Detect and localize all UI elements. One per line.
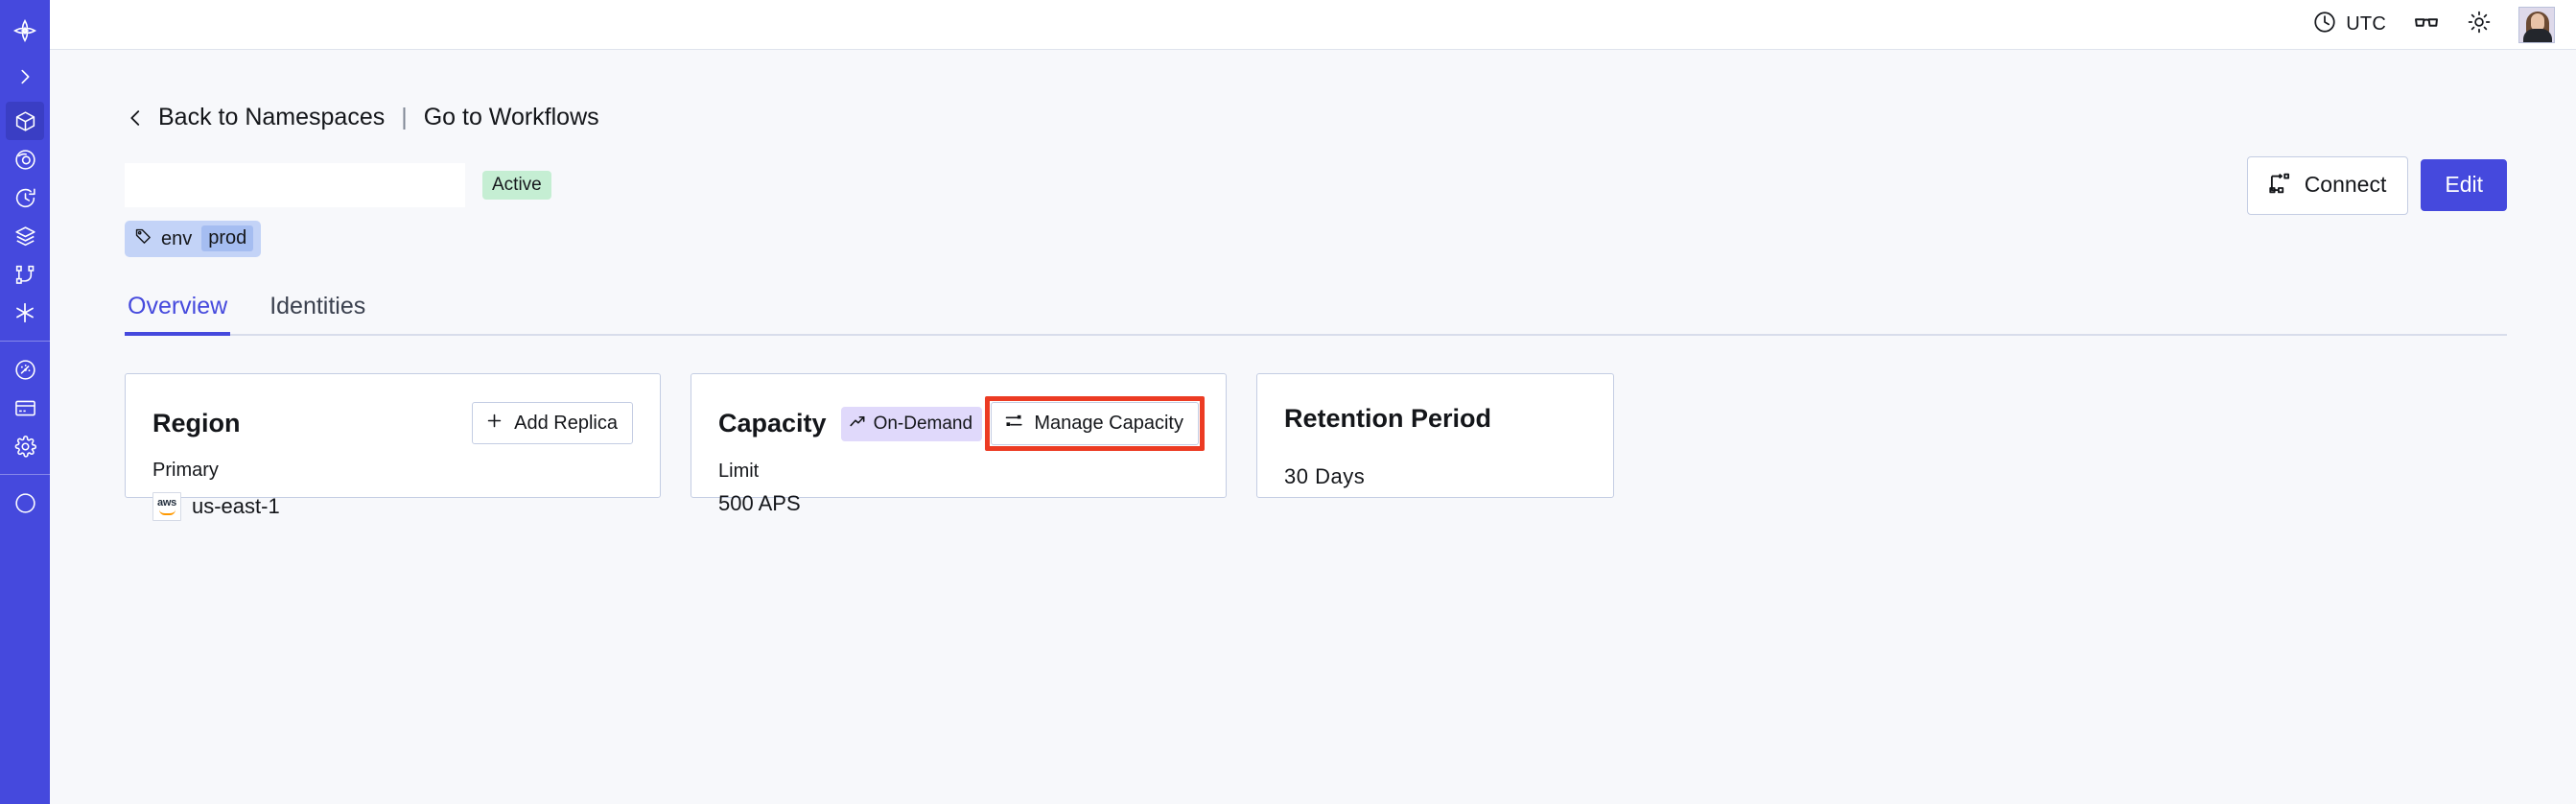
sidebar-item-settings[interactable] [6, 427, 44, 465]
region-card-header: Region Add Replica [152, 402, 633, 444]
tag-env[interactable]: env prod [125, 221, 262, 257]
sliders-icon [1004, 412, 1023, 435]
timezone-selector[interactable]: UTC [2312, 10, 2386, 39]
plus-icon [485, 412, 503, 434]
namespace-name [125, 163, 465, 207]
retention-card: Retention Period 30 Days [1256, 373, 1614, 498]
go-to-workflows-link[interactable]: Go to Workflows [423, 104, 599, 130]
on-demand-badge-label: On-Demand [873, 413, 973, 434]
sidebar-divider-2 [0, 474, 50, 475]
glasses-icon [2413, 9, 2440, 40]
region-card-title: Region [152, 408, 241, 437]
timezone-label: UTC [2346, 13, 2386, 35]
cube-icon [13, 109, 37, 133]
chevron-left-icon[interactable] [125, 106, 146, 130]
region-primary-value: aws us-east-1 [152, 492, 633, 521]
status-badge: Active [482, 171, 551, 200]
credit-card-icon [13, 396, 37, 420]
reading-mode-button[interactable] [2413, 9, 2440, 40]
manage-capacity-button[interactable]: Manage Capacity [991, 402, 1199, 445]
tab-overview[interactable]: Overview [125, 293, 231, 336]
sidebar-item-namespaces[interactable] [6, 102, 44, 140]
namespace-tags: env prod [125, 221, 2507, 257]
overview-cards: Region Add Replica Primary [125, 373, 2507, 521]
clock-rewind-icon [13, 186, 37, 210]
capacity-limit-label: Limit [718, 461, 760, 482]
gear-icon [13, 435, 37, 459]
region-value-text: us-east-1 [192, 494, 280, 518]
layers-icon [13, 225, 37, 248]
capacity-card: Capacity On-Demand [691, 373, 1227, 514]
breadcrumb: Back to Namespaces | Go to Workflows [125, 104, 2507, 131]
tab-identities[interactable]: Identities [269, 293, 366, 319]
aws-logo-icon: aws [152, 492, 181, 521]
theme-toggle-button[interactable] [2467, 10, 2492, 39]
sidebar-item-help[interactable] [6, 484, 44, 522]
capacity-card-header: Capacity On-Demand [718, 402, 1199, 445]
connect-button[interactable]: Connect [2246, 155, 2409, 215]
connect-button-label: Connect [2304, 172, 2387, 197]
avatar-face [2531, 12, 2544, 31]
expand-sidebar-chevron-right-icon[interactable] [6, 58, 44, 96]
sun-icon [2467, 10, 2492, 39]
sidebar-item-batch-operations[interactable] [6, 217, 44, 255]
edit-button[interactable]: Edit [2421, 159, 2507, 211]
back-to-namespaces-link[interactable]: Back to Namespaces [158, 104, 386, 130]
sidebar-item-workflows[interactable] [6, 140, 44, 178]
clock-icon [2312, 10, 2337, 39]
sidebar-item-nexus[interactable] [6, 294, 44, 332]
sidebar-item-schedules[interactable] [6, 178, 44, 217]
tag-value: prod [201, 225, 254, 251]
retention-value: 30 Days [1284, 464, 1366, 488]
region-primary-label: Primary [152, 460, 219, 481]
aws-logo-smile [158, 509, 176, 515]
retention-card-header: Retention Period [1284, 402, 1586, 435]
namespace-actions: Connect Edit [2246, 155, 2507, 215]
region-card: Region Add Replica Primary [125, 373, 661, 521]
namespace-title-row: Active [125, 155, 2507, 215]
retention-card-title: Retention Period [1284, 403, 1492, 433]
tag-key: env [161, 227, 193, 249]
add-replica-button[interactable]: Add Replica [472, 402, 633, 444]
namespace-tabs: Overview Identities [125, 293, 2507, 336]
connect-icon [2267, 171, 2292, 200]
left-sidebar [0, 0, 50, 804]
tag-icon [134, 227, 152, 249]
sidebar-divider-1 [0, 341, 50, 342]
sidebar-item-usage[interactable] [6, 350, 44, 389]
trending-up-icon [849, 413, 867, 435]
top-bar: UTC [50, 0, 2576, 50]
gauge-icon [13, 358, 37, 382]
add-replica-label: Add Replica [514, 412, 618, 434]
breadcrumb-separator: | [401, 104, 408, 130]
git-branch-icon [13, 263, 37, 287]
capacity-limit-value: 500 APS [718, 491, 801, 515]
asterisk-icon [12, 300, 37, 325]
aws-logo-text: aws [157, 497, 176, 508]
avatar-body [2523, 28, 2552, 42]
brand-logo-icon[interactable] [6, 12, 44, 50]
on-demand-badge: On-Demand [840, 406, 983, 441]
page-content: Back to Namespaces | Go to Workflows Act… [50, 50, 2576, 804]
user-avatar[interactable] [2518, 6, 2555, 43]
sidebar-item-billing[interactable] [6, 389, 44, 427]
help-circle-icon [13, 491, 37, 515]
sidebar-item-task-queues[interactable] [6, 255, 44, 294]
eye-icon [13, 148, 37, 172]
main-column: UTC [50, 0, 2576, 804]
capacity-card-title: Capacity [718, 409, 827, 437]
manage-capacity-label: Manage Capacity [1034, 413, 1183, 434]
